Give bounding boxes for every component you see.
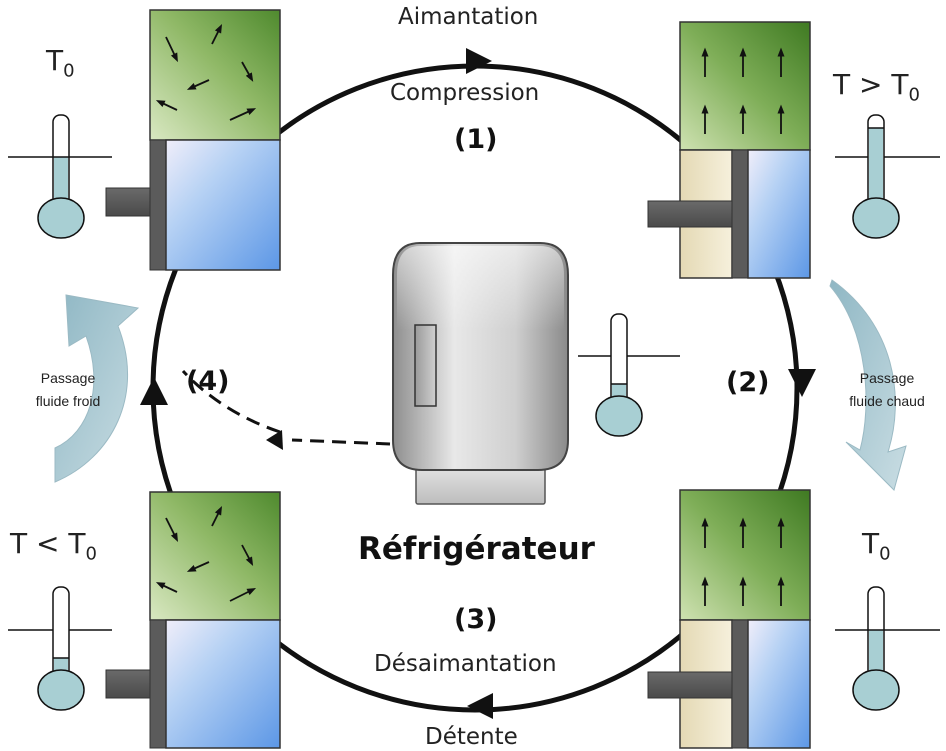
cell-top-right: [647, 21, 811, 279]
cold-fluid-label: Passage fluide froid: [18, 367, 118, 413]
dashed-heat-line: [291, 438, 391, 446]
piston-plate: [149, 139, 167, 271]
temp-label-bottom-left: T < T0: [10, 527, 97, 565]
cold-fluid-curved-arrow: [54, 294, 140, 483]
hot-fluid-line2: fluide chaud: [849, 393, 925, 409]
magnet-block: [149, 9, 281, 141]
cell-bottom-right: [647, 489, 811, 749]
aligned-moments: [701, 517, 785, 606]
cycle-arrow-right: [788, 369, 816, 397]
hot-fluid-line1: Passage: [859, 370, 915, 386]
piston-plate: [149, 619, 167, 749]
fridge-handle: [414, 324, 437, 407]
refrigerator-icon: [392, 242, 569, 505]
cycle-arrow-left: [140, 377, 168, 405]
random-moments: [155, 505, 257, 602]
aligned-moments: [701, 47, 785, 134]
piston-plate: [731, 619, 749, 749]
process-bottom-line1: Désaimantation: [374, 651, 557, 677]
process-top-line1: Aimantation: [398, 4, 539, 30]
magnet-block: [149, 491, 281, 621]
dashed-heat-line-2: [181, 369, 281, 434]
temp-label-bottom-right: T0: [862, 527, 891, 565]
gas-chamber: [165, 139, 281, 271]
piston-rod: [105, 187, 151, 217]
thermometer-bottom-right: [835, 586, 940, 711]
piston-rod: [647, 671, 733, 699]
thermometer-top-right: [835, 114, 940, 239]
step-label-3: (3): [454, 604, 498, 635]
cell-bottom-left: [105, 491, 281, 749]
hot-fluid-curved-arrow: [829, 279, 907, 491]
step-label-2: (2): [726, 367, 770, 398]
dashed-arrow-head: [266, 430, 283, 450]
gas-chamber: [165, 619, 281, 749]
thermometer-bottom-left: [8, 586, 112, 711]
step-label-4: (4): [186, 366, 230, 397]
cold-fluid-line2: fluide froid: [35, 393, 101, 409]
magnet-block: [679, 489, 811, 621]
temp-label-top-right: T > T0: [833, 68, 920, 106]
gas-chamber: [747, 149, 811, 279]
cycle-arrow-top: [466, 48, 492, 74]
thermometer-fridge: [578, 313, 680, 437]
piston-plate: [731, 149, 749, 279]
step-label-1: (1): [454, 124, 498, 155]
gas-chamber: [747, 619, 811, 749]
temp-label-top-left: T0: [46, 44, 75, 82]
cell-top-left: [105, 9, 281, 271]
cold-fluid-line1: Passage: [40, 370, 96, 386]
random-moments: [155, 23, 257, 121]
magnet-block: [679, 21, 811, 151]
piston-rod: [647, 200, 733, 228]
center-title: Réfrigérateur: [358, 531, 595, 567]
process-bottom-line2: Détente: [425, 724, 518, 750]
cycle-arrow-bottom: [467, 693, 493, 719]
hot-fluid-label: Passage fluide chaud: [834, 367, 940, 413]
piston-rod: [105, 669, 151, 699]
process-top-line2: Compression: [390, 80, 540, 106]
thermometer-top-left: [8, 114, 112, 239]
